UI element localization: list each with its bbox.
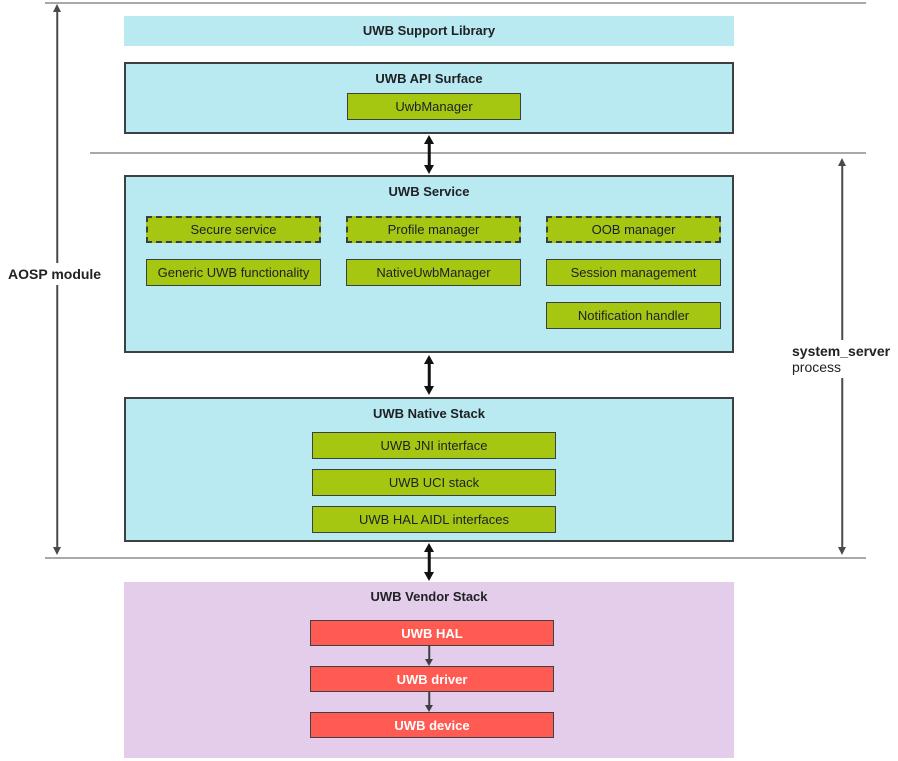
arrow-head-up-icon (424, 355, 434, 364)
arrow-shaft (428, 646, 430, 661)
module-uwb-driver: UWB driver (310, 666, 554, 692)
vendor-boundary-line (45, 557, 866, 559)
module-notification-handler: Notification handler (546, 302, 721, 329)
module-uwb-hal-aidl-interfaces: UWB HAL AIDL interfaces (312, 506, 556, 533)
uwb-native-stack-title: UWB Native Stack (373, 406, 485, 421)
uwb-api-surface-panel: UWB API Surface UwbManager (124, 62, 734, 134)
api-service-boundary-line (90, 152, 866, 154)
system-server-label-line2: process (792, 359, 842, 375)
api-service-double-arrow-icon (423, 135, 435, 174)
arrow-head-down-icon (424, 572, 434, 581)
arrow-head-down-icon (53, 547, 61, 555)
uwb-service-title: UWB Service (388, 184, 470, 199)
arrow-shaft (428, 692, 430, 707)
arrow-shaft (427, 550, 431, 574)
uwb-vendor-stack-title: UWB Vendor Stack (370, 589, 488, 604)
module-oob-manager: OOB manager (546, 216, 721, 243)
module-uwb-uci-stack: UWB UCI stack (312, 469, 556, 496)
module-uwb-hal: UWB HAL (310, 620, 554, 646)
arrow-head-up-icon (838, 158, 846, 166)
uwb-native-stack-panel: UWB Native Stack UWB JNI interface UWB U… (124, 397, 734, 542)
service-native-double-arrow-icon (423, 355, 435, 395)
module-uwb-device: UWB device (310, 712, 554, 738)
arrow-shaft (427, 362, 431, 388)
hal-driver-arrow-icon (423, 646, 435, 666)
arrow-head-down-icon (425, 705, 433, 712)
module-secure-service: Secure service (146, 216, 321, 243)
module-uwbmanager: UwbManager (347, 93, 521, 120)
uwb-api-surface-title: UWB API Surface (375, 71, 483, 86)
module-uwb-jni-interface: UWB JNI interface (312, 432, 556, 459)
module-generic-uwb-functionality: Generic UWB functionality (146, 259, 321, 286)
arrow-head-down-icon (425, 659, 433, 666)
arrow-head-up-icon (424, 135, 434, 144)
module-session-management: Session management (546, 259, 721, 286)
uwb-support-library-title: UWB Support Library (362, 23, 496, 38)
arrow-head-up-icon (53, 4, 61, 12)
top-boundary-line (45, 2, 866, 4)
system-server-label-line1: system_server (792, 343, 891, 359)
uwb-vendor-stack-panel: UWB Vendor Stack UWB HAL UWB driver UWB … (124, 582, 734, 758)
aosp-module-label: AOSP module (4, 263, 106, 285)
system-server-label: system_server process (788, 340, 891, 378)
driver-device-arrow-icon (423, 692, 435, 712)
uwb-service-panel: UWB Service Secure service Profile manag… (124, 175, 734, 353)
native-vendor-double-arrow-icon (423, 543, 435, 581)
arrow-shaft (427, 142, 431, 167)
uwb-support-library-panel: UWB Support Library (124, 16, 734, 46)
arrow-head-down-icon (424, 386, 434, 395)
arrow-head-down-icon (838, 547, 846, 555)
module-nativeuwbmanager: NativeUwbManager (346, 259, 521, 286)
arrow-head-up-icon (424, 543, 434, 552)
arrow-head-down-icon (424, 165, 434, 174)
module-profile-manager: Profile manager (346, 216, 521, 243)
